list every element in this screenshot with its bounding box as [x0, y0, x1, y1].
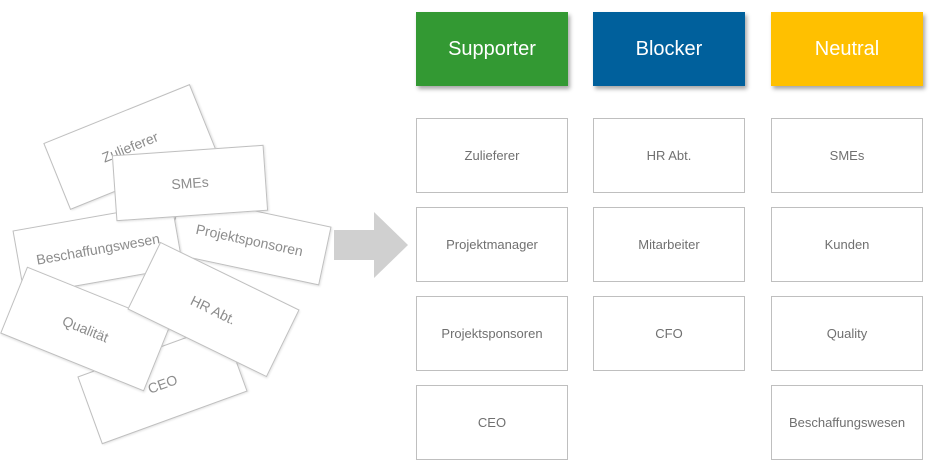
column-header-blocker: Blocker [593, 12, 745, 86]
supporter-item: Projektsponsoren [416, 296, 568, 371]
column-header-supporter: Supporter [416, 12, 568, 86]
neutral-item: Quality [771, 296, 923, 371]
column-header-neutral: Neutral [771, 12, 923, 86]
neutral-item: SMEs [771, 118, 923, 193]
scattered-card-smes: SMEs [111, 144, 269, 222]
supporter-item: CEO [416, 385, 568, 460]
blocker-item: Mitarbeiter [593, 207, 745, 282]
supporter-item: Zulieferer [416, 118, 568, 193]
blocker-item: HR Abt. [593, 118, 745, 193]
supporter-item: Projektmanager [416, 207, 568, 282]
right-arrow-icon [334, 212, 408, 278]
neutral-item: Beschaffungswesen [771, 385, 923, 460]
neutral-item: Kunden [771, 207, 923, 282]
blocker-item: CFO [593, 296, 745, 371]
